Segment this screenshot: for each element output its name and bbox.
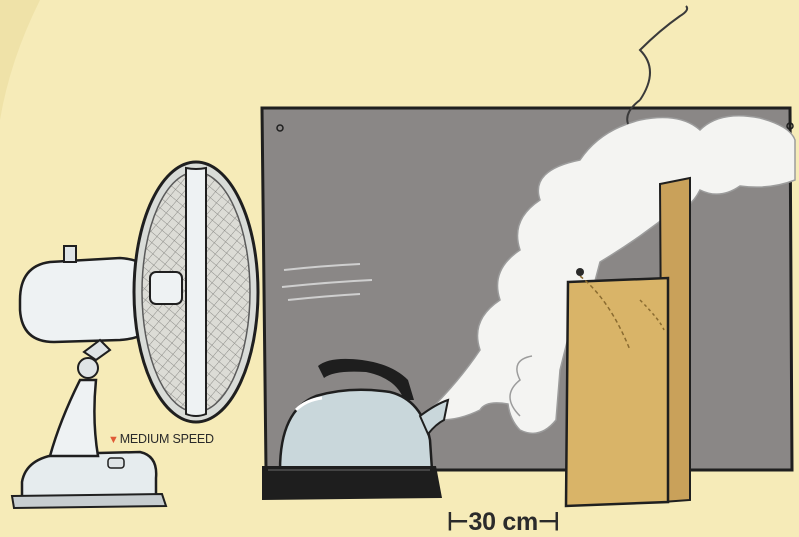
distance-right-marker-icon: ⊣	[538, 508, 559, 536]
speed-knob	[108, 458, 124, 468]
arrow-down-icon: ▼	[108, 434, 119, 446]
distance-left-marker-icon: ⊢	[447, 508, 468, 536]
fan-base	[22, 452, 156, 498]
box-hook	[576, 268, 584, 276]
desk-fan	[12, 162, 258, 508]
background-shade	[0, 0, 40, 120]
fan-speed-label: ▼MEDIUM SPEED	[108, 432, 214, 446]
fan-speed-text: MEDIUM SPEED	[120, 432, 214, 446]
distance-text: 30 cm	[468, 508, 537, 536]
distance-label: ⊢30 cm⊣	[447, 507, 559, 537]
